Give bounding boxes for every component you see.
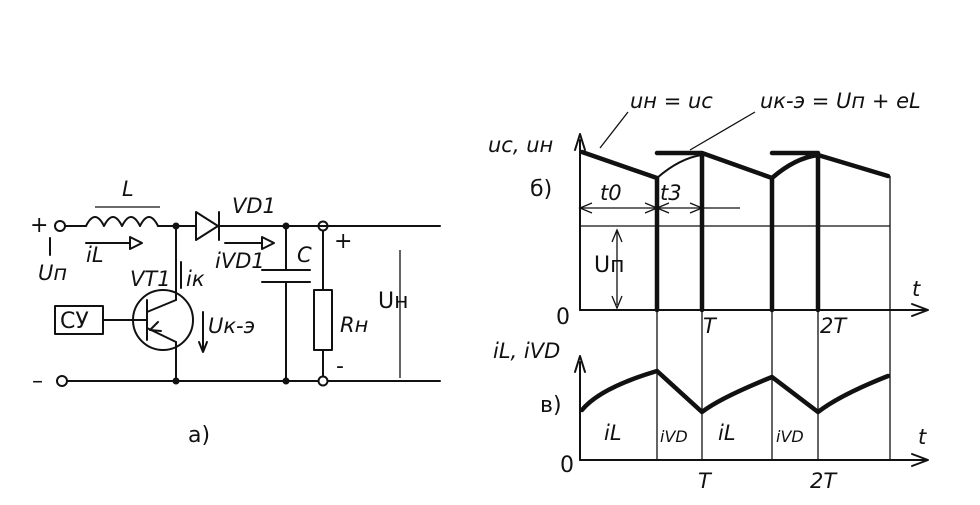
inductor <box>85 216 159 227</box>
diode <box>195 211 219 241</box>
circuit-schematic: + – Uп L iL VT1 iк Uк-э СУ <box>30 177 441 448</box>
minus-terminal-label: – <box>32 369 43 394</box>
current-y-label: iL, iVD <box>493 339 560 363</box>
voltage-caption: б) <box>530 177 552 202</box>
region-label-1: iL <box>604 421 622 445</box>
supply-label: Uп <box>38 261 67 285</box>
current-tick-T: T <box>698 469 713 493</box>
voltage-tick-2T: 2T <box>820 314 848 338</box>
current-caption: в) <box>540 393 562 418</box>
diode-current-arrow <box>261 236 275 250</box>
inductor-current-arrow <box>129 236 143 250</box>
diode-current-label: iVD1 <box>215 249 265 273</box>
control-block-label: СУ <box>60 309 89 334</box>
minus-terminal <box>56 375 68 387</box>
current-origin: 0 <box>560 453 574 478</box>
ce-voltage-label: Uк-э <box>208 314 255 338</box>
voltage-origin: 0 <box>556 305 570 330</box>
collector-voltage-waveform <box>579 149 891 313</box>
voltage-y-label: uc, uн <box>488 133 553 157</box>
region-label-4: iVD <box>776 427 804 446</box>
current-plot: iL, iVD t 0 в) iL iVD iL iVD T 2T <box>493 339 929 493</box>
load-label: Rн <box>340 313 368 337</box>
interval-t3-label: t3 <box>660 181 682 205</box>
emitter-arrow <box>149 321 162 332</box>
region-label-2: iVD <box>660 427 688 446</box>
inductor-label: L <box>122 177 134 201</box>
output-minus-label: - <box>336 354 344 379</box>
inductor-current-label: iL <box>86 243 104 267</box>
ce-voltage-arrow <box>198 341 208 353</box>
plus-terminal-label: + <box>30 213 48 238</box>
plus-terminal <box>54 220 66 232</box>
output-voltage-label: Uн <box>378 289 409 314</box>
capacitor-label: C <box>297 243 312 267</box>
annotation-uc: uн = uс <box>630 89 713 113</box>
annotation-uke: uк-э = Uп + eL <box>760 89 921 113</box>
voltage-x-label: t <box>912 277 921 301</box>
load-resistor <box>313 289 333 351</box>
current-x-label: t <box>918 425 927 449</box>
circuit-caption: а) <box>188 423 210 448</box>
collector-current-label: iк <box>186 267 205 291</box>
voltage-plot: uc, uн t 0 б) Uп t0 t3 T 2T uн = uс uк-э… <box>488 89 929 460</box>
region-label-3: iL <box>718 421 736 445</box>
output-plus-label: + <box>334 229 352 254</box>
current-tick-2T: 2T <box>810 469 838 493</box>
supply-level-label: Uп <box>594 253 625 278</box>
voltage-tick-T: T <box>703 314 718 338</box>
diode-label: VD1 <box>232 194 276 218</box>
transistor-label: VT1 <box>130 267 171 291</box>
current-waveform <box>579 368 891 415</box>
interval-t0-label: t0 <box>600 181 622 205</box>
